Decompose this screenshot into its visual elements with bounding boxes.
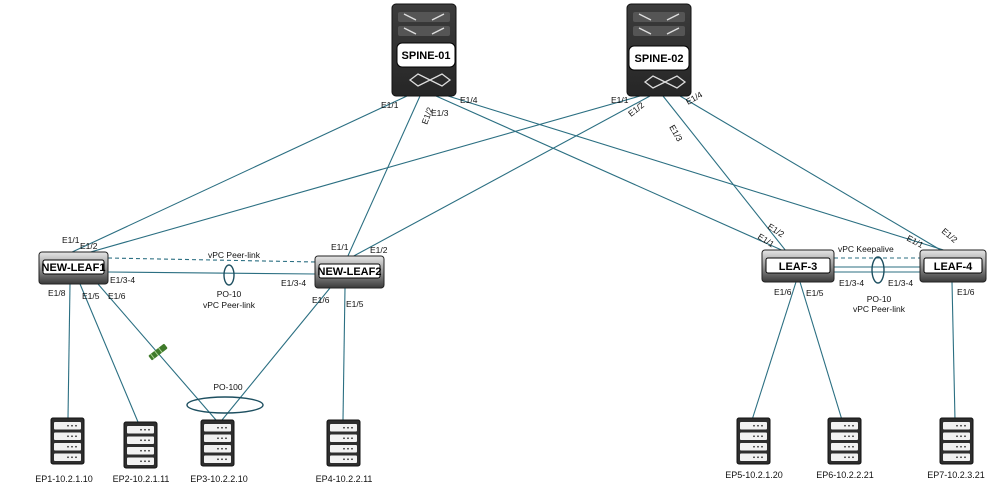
- link-spine02-leaf2: [349, 95, 651, 259]
- po10-left-oval: [223, 264, 235, 286]
- ep5-label: EP5-10.2.1.20: [725, 470, 783, 480]
- port-label: E1/1: [62, 235, 80, 245]
- port-label: E1/3-4: [839, 278, 864, 288]
- port-label: E1/3-4: [281, 278, 306, 288]
- link-leaf4-ep7: [951, 281, 956, 421]
- new-leaf1-label: NEW-LEAF1: [42, 262, 106, 274]
- port-label: E1/2: [370, 245, 388, 255]
- ep3-label: EP3-10.2.2.10: [190, 474, 248, 484]
- vpc-peer-link-left-label: vPC Peer-link: [203, 300, 256, 310]
- new-leaf1-switch[interactable]: NEW-LEAF1: [38, 251, 109, 285]
- spine-02-switch[interactable]: SPINE-02: [626, 3, 692, 97]
- po100-oval: [186, 396, 264, 414]
- port-label: E1/1: [905, 233, 925, 250]
- link-spine02-leaf4: [679, 95, 945, 253]
- port-label: E1/1: [381, 100, 399, 110]
- port-label: E1/6: [108, 291, 126, 301]
- po10-left-label: PO-10: [217, 289, 242, 299]
- spine-02-label: SPINE-02: [635, 53, 684, 65]
- port-labels: E1/1 E1/2 E1/3 E1/4 E1/1 E1/2 E1/3 E1/4 …: [48, 89, 975, 309]
- link-spine02-leaf3: [662, 95, 791, 257]
- fabric-links: [67, 95, 956, 423]
- port-label: E1/3: [667, 123, 685, 143]
- vpc-peer-link-right-label: vPC Peer-link: [853, 304, 906, 314]
- port-label: E1/6: [774, 287, 792, 297]
- leaf-3-label: LEAF-3: [779, 261, 818, 273]
- ep6-label: EP6-10.2.2.21: [816, 470, 874, 480]
- link-spine01-leaf2: [346, 95, 421, 259]
- server-icon[interactable]: [50, 417, 85, 465]
- po100-label: PO-100: [213, 382, 243, 392]
- port-label: E1/1: [331, 242, 349, 252]
- leaf-3-switch[interactable]: LEAF-3: [761, 249, 835, 283]
- link-spine02-leaf1: [79, 95, 641, 256]
- link-leaf2-ep4: [342, 287, 346, 421]
- ep4-label: EP4-10.2.2.11: [316, 474, 373, 484]
- port-label: E1/3-4: [888, 278, 913, 288]
- check-icon: [148, 343, 168, 361]
- new-leaf2-label: NEW-LEAF2: [318, 266, 382, 278]
- link-leaf3-ep5: [751, 281, 797, 421]
- server-icon[interactable]: [827, 417, 862, 465]
- po10-right-label: PO-10: [867, 294, 892, 304]
- port-label: E1/8: [48, 288, 66, 298]
- link-labels: vPC Peer-link PO-10 vPC Peer-link PO-100…: [203, 244, 906, 392]
- link-leaf3-ep6: [799, 281, 843, 421]
- port-label: E1/3: [431, 108, 449, 118]
- port-label: E1/4: [460, 95, 478, 105]
- port-label: E1/2: [626, 100, 646, 119]
- port-label: E1/5: [806, 288, 824, 298]
- leaf-4-switch[interactable]: LEAF-4: [919, 249, 987, 283]
- endpoint-servers: [50, 417, 974, 469]
- port-label: E1/5: [346, 299, 364, 309]
- port-label: E1/2: [80, 241, 98, 251]
- ep7-label: EP7-10.2.3.21: [927, 470, 985, 480]
- link-spine01-leaf1: [69, 95, 408, 254]
- leaf-4-label: LEAF-4: [934, 261, 973, 273]
- spine-01-switch[interactable]: SPINE-01: [391, 3, 457, 97]
- port-label: E1/1: [611, 95, 629, 105]
- port-label: E1/5: [82, 291, 100, 301]
- port-label: E1/6: [312, 295, 330, 305]
- po10-right-oval: [871, 256, 885, 284]
- link-spine01-leaf4: [447, 95, 951, 253]
- link-leaf1-ep1: [67, 283, 71, 419]
- vpc-peer-link-top-label: vPC Peer-link: [208, 250, 261, 260]
- ep2-label: EP2-10.2.1.11: [113, 474, 170, 484]
- endpoint-labels: EP1-10.2.1.10 EP2-10.2.1.11 EP3-10.2.2.1…: [35, 470, 985, 484]
- port-label: E1/6: [957, 287, 975, 297]
- link-leaf1-ep2: [79, 283, 139, 423]
- port-label: E1/3-4: [110, 275, 135, 285]
- server-icon[interactable]: [200, 419, 235, 467]
- vpc-keepalive-label: vPC Keepalive: [838, 244, 894, 254]
- new-leaf2-switch[interactable]: NEW-LEAF2: [314, 255, 385, 289]
- vpc-peer-link-left: [107, 271, 317, 275]
- server-icon[interactable]: [326, 419, 361, 467]
- server-icon[interactable]: [123, 421, 158, 469]
- link-spine01-leaf3: [435, 95, 796, 257]
- server-icon[interactable]: [736, 417, 771, 465]
- port-label: E1/2: [940, 226, 960, 245]
- server-icon[interactable]: [939, 417, 974, 465]
- ep1-label: EP1-10.2.1.10: [35, 474, 93, 484]
- spine-01-label: SPINE-01: [402, 50, 451, 62]
